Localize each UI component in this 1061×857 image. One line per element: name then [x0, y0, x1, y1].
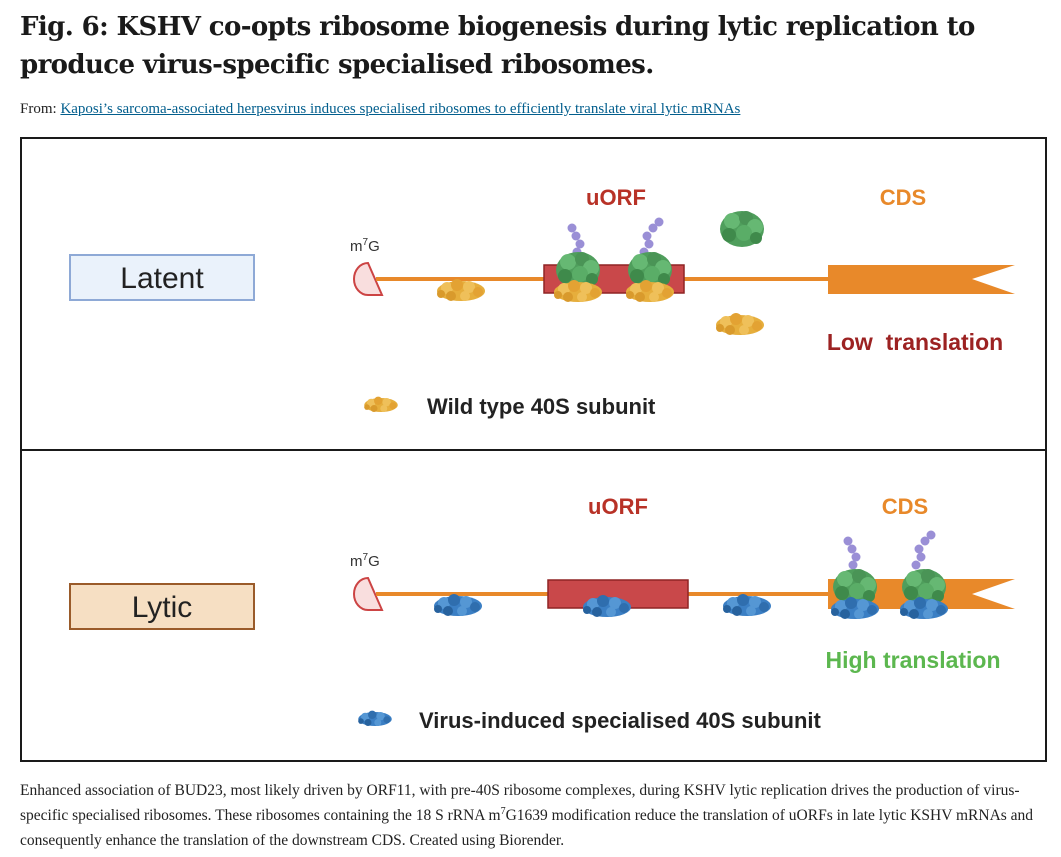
- lytic-cap-icon: [353, 576, 384, 611]
- latent-outcome-label: Low translation: [827, 329, 1003, 355]
- lytic-uorf-label: uORF: [588, 494, 648, 519]
- lytic-legend-label: Virus-induced specialised 40S subunit: [419, 708, 821, 733]
- latent-cds-label: CDS: [880, 185, 926, 210]
- source-line: From: Kaposi’s sarcoma-associated herpes…: [20, 99, 740, 119]
- lytic-outcome-label: High translation: [825, 647, 1000, 673]
- lytic-cds-label: CDS: [882, 494, 928, 519]
- latent-uorf-label: uORF: [586, 185, 646, 210]
- lytic-state-label: Lytic: [132, 591, 193, 624]
- latent-free-60s-subunit: [720, 211, 764, 247]
- lytic-state-box: [69, 583, 255, 630]
- source-article-link[interactable]: Kaposi’s sarcoma-associated herpesvirus …: [60, 101, 741, 117]
- latent-cds-shape: [828, 265, 1015, 294]
- latent-legend-label: Wild type 40S subunit: [427, 394, 656, 419]
- latent-state-box: [69, 254, 255, 301]
- latent-state-label: Latent: [120, 262, 204, 295]
- latent-cap-label: m7G: [350, 237, 380, 255]
- lytic-cap-label: m7G: [350, 552, 380, 570]
- figure-caption: Enhanced association of BUD23, most like…: [20, 782, 1034, 849]
- figure-title: Fig. 6: KSHV co-opts ribosome biogenesis…: [20, 12, 975, 80]
- latent-cap-icon: [353, 261, 384, 296]
- from-label: From:: [20, 101, 57, 117]
- lytic-panel: Lytic m7G uORF CDS High translation Viru…: [69, 494, 1015, 733]
- latent-panel: Latent m7G uORF CDS Low translation: [69, 185, 1015, 419]
- figure-image: Latent m7G uORF CDS Low translation: [20, 137, 1047, 762]
